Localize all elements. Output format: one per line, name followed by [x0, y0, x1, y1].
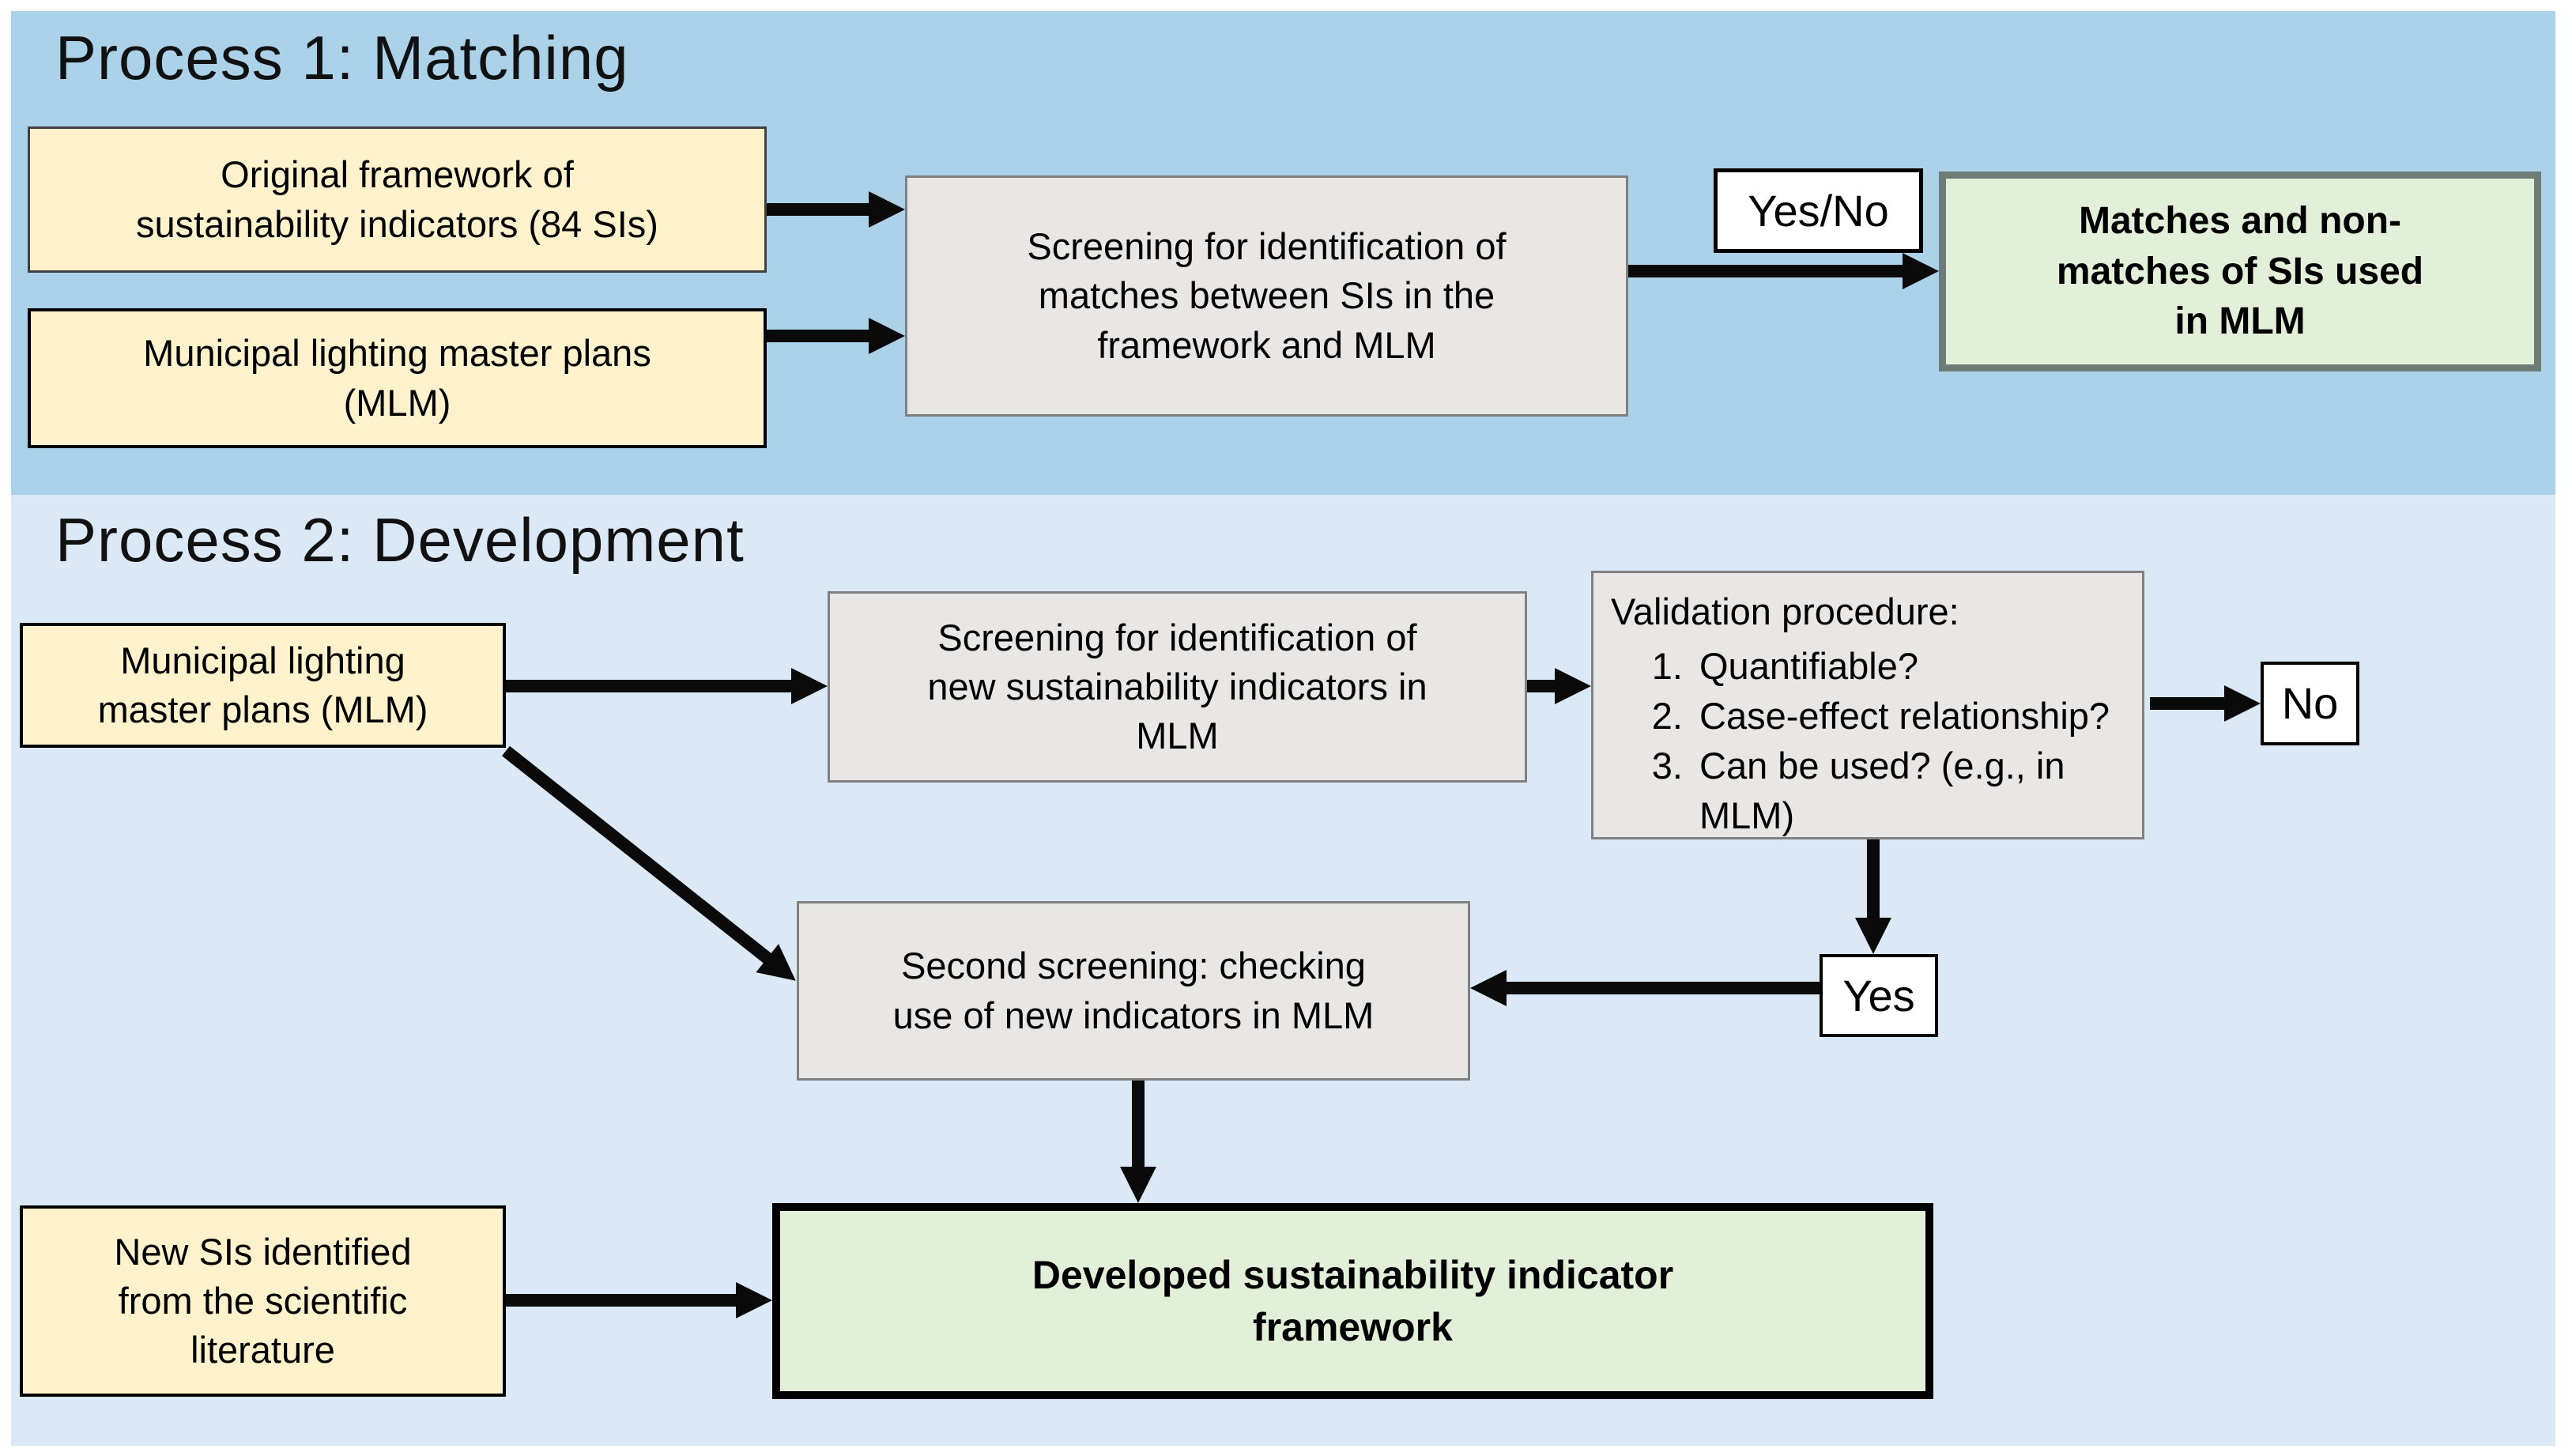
box-screening-new-line3: MLM [1136, 715, 1219, 757]
box-original-framework-line2: sustainability indicators (84 SIs) [136, 202, 658, 245]
box-mlm-process1: Municipal lighting master plans (MLM) [28, 308, 767, 448]
label-yes-no: Yes/No [1714, 168, 1923, 253]
box-second-screening-line1: Second screening: checking [901, 945, 1366, 987]
label-yes: Yes [1820, 954, 1938, 1037]
label-no: No [2261, 662, 2359, 745]
box-matches-result-line3: in MLM [2174, 300, 2306, 343]
box-matches-result: Matches and non- matches of SIs used in … [1939, 172, 2541, 372]
box-screening-new-indicators: Screening for identification of new sust… [828, 591, 1527, 783]
box-screening-matches-line1: Screening for identification of [1027, 225, 1507, 268]
label-yes-no-text: Yes/No [1748, 185, 1889, 236]
box-second-screening: Second screening: checking use of new in… [797, 901, 1470, 1081]
box-mlm-process2: Municipal lighting master plans (MLM) [20, 623, 506, 748]
box-screening-matches: Screening for identification of matches … [905, 175, 1628, 417]
box-new-sis-line3: literature [190, 1329, 335, 1371]
box-matches-result-line2: matches of SIs used [2056, 250, 2424, 292]
box-mlm-process1-line2: (MLM) [343, 381, 451, 424]
process1-title: Process 1: Matching [55, 23, 629, 92]
box-screening-matches-line2: matches between SIs in the [1038, 274, 1495, 317]
validation-item-quantifiable: Quantifiable? [1693, 642, 2131, 692]
box-new-sis-line1: New SIs identified [114, 1230, 412, 1273]
box-developed-framework-line1: Developed sustainability indicator [1031, 1253, 1674, 1297]
box-original-framework-line1: Original framework of [221, 153, 574, 196]
box-new-sis-line2: from the scientific [118, 1279, 408, 1322]
box-developed-framework-line2: framework [1253, 1305, 1453, 1349]
box-mlm-process2-line1: Municipal lighting [120, 639, 405, 681]
validation-item-case-effect: Case-effect relationship? [1693, 692, 2131, 741]
label-yes-text: Yes [1842, 970, 1915, 1020]
box-new-sis: New SIs identified from the scientific l… [20, 1205, 506, 1397]
box-validation-procedure: Validation procedure: Quantifiable? Case… [1591, 571, 2144, 839]
box-screening-matches-line3: framework and MLM [1097, 323, 1436, 366]
validation-title: Validation procedure: [1611, 590, 1959, 632]
box-mlm-process1-line1: Municipal lighting master plans [143, 332, 651, 375]
validation-list: Quantifiable? Case-effect relationship? … [1611, 642, 2131, 841]
box-matches-result-line1: Matches and non- [2078, 200, 2402, 243]
box-mlm-process2-line2: master plans (MLM) [97, 688, 428, 730]
box-original-framework: Original framework of sustainability ind… [28, 126, 767, 273]
label-no-text: No [2281, 678, 2339, 729]
box-developed-framework: Developed sustainability indicator frame… [772, 1203, 1933, 1399]
process2-title: Process 2: Development [55, 505, 745, 575]
box-screening-new-line1: Screening for identification of [937, 616, 1417, 658]
box-screening-new-line2: new sustainability indicators in [927, 665, 1427, 707]
validation-item-can-be-used: Can be used? (e.g., in MLM) [1693, 741, 2131, 841]
box-second-screening-line2: use of new indicators in MLM [892, 994, 1375, 1036]
